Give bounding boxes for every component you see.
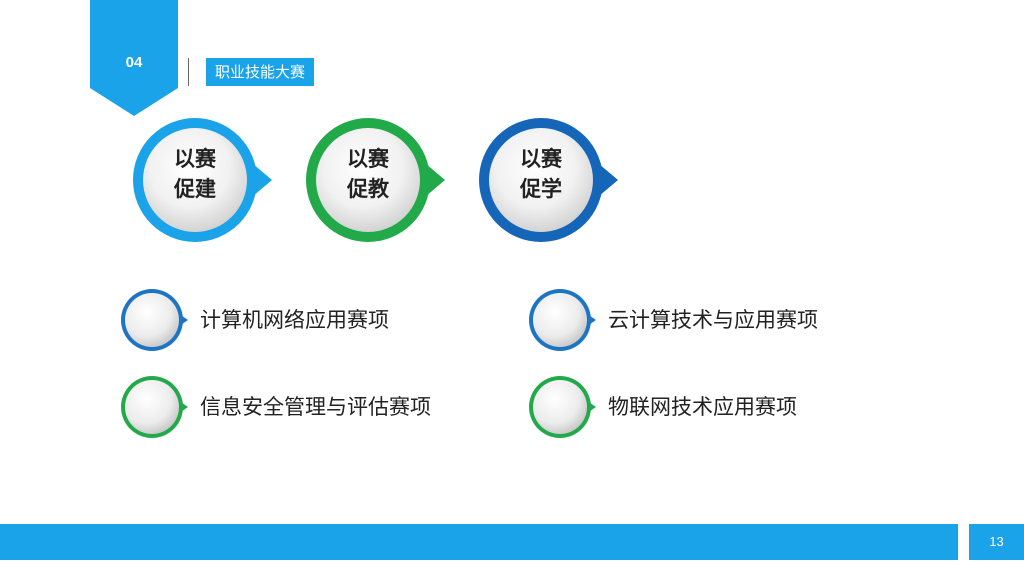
bubble-text: 以赛 促建 xyxy=(140,144,250,204)
item-label: 云计算技术与应用赛项 xyxy=(608,308,818,332)
bubble-line-2: 促学 xyxy=(520,177,562,201)
header-divider xyxy=(188,58,189,86)
item-label: 物联网技术应用赛项 xyxy=(608,395,797,419)
bubble-promote-construction: 以赛 促建 xyxy=(130,118,280,248)
bubble-line-2: 促教 xyxy=(347,177,389,201)
item-bullet-icon xyxy=(121,376,188,438)
bubble-text: 以赛 促学 xyxy=(486,144,596,204)
section-title: 职业技能大赛 xyxy=(206,58,315,86)
footer-bar xyxy=(0,524,958,560)
bubble-line-1: 以赛 xyxy=(520,147,562,171)
bubble-line-2: 促建 xyxy=(174,177,216,201)
bubble-shape xyxy=(306,118,445,242)
item-iot-technology: 物联网技术应用赛项 xyxy=(526,374,856,444)
bubble-line-1: 以赛 xyxy=(174,147,216,171)
bubble-promote-teaching: 以赛 促教 xyxy=(303,118,453,248)
page-number: 13 xyxy=(969,524,1024,560)
item-bullet-icon xyxy=(121,289,188,351)
item-label: 计算机网络应用赛项 xyxy=(200,308,389,332)
item-bullet-icon xyxy=(529,376,596,438)
bubble-shape xyxy=(479,118,618,242)
item-information-security: 信息安全管理与评估赛项 xyxy=(118,374,498,444)
item-label: 信息安全管理与评估赛项 xyxy=(200,395,431,419)
bubble-promote-learning: 以赛 促学 xyxy=(476,118,626,248)
section-badge: 04 xyxy=(0,0,240,130)
section-badge-shape xyxy=(90,0,178,116)
bubble-line-1: 以赛 xyxy=(347,147,389,171)
bubble-text: 以赛 促教 xyxy=(313,144,423,204)
item-cloud-computing: 云计算技术与应用赛项 xyxy=(526,287,886,357)
section-number: 04 xyxy=(125,54,143,71)
bubble-shape xyxy=(133,118,272,242)
item-bullet-icon xyxy=(529,289,596,351)
item-network-application: 计算机网络应用赛项 xyxy=(118,287,448,357)
